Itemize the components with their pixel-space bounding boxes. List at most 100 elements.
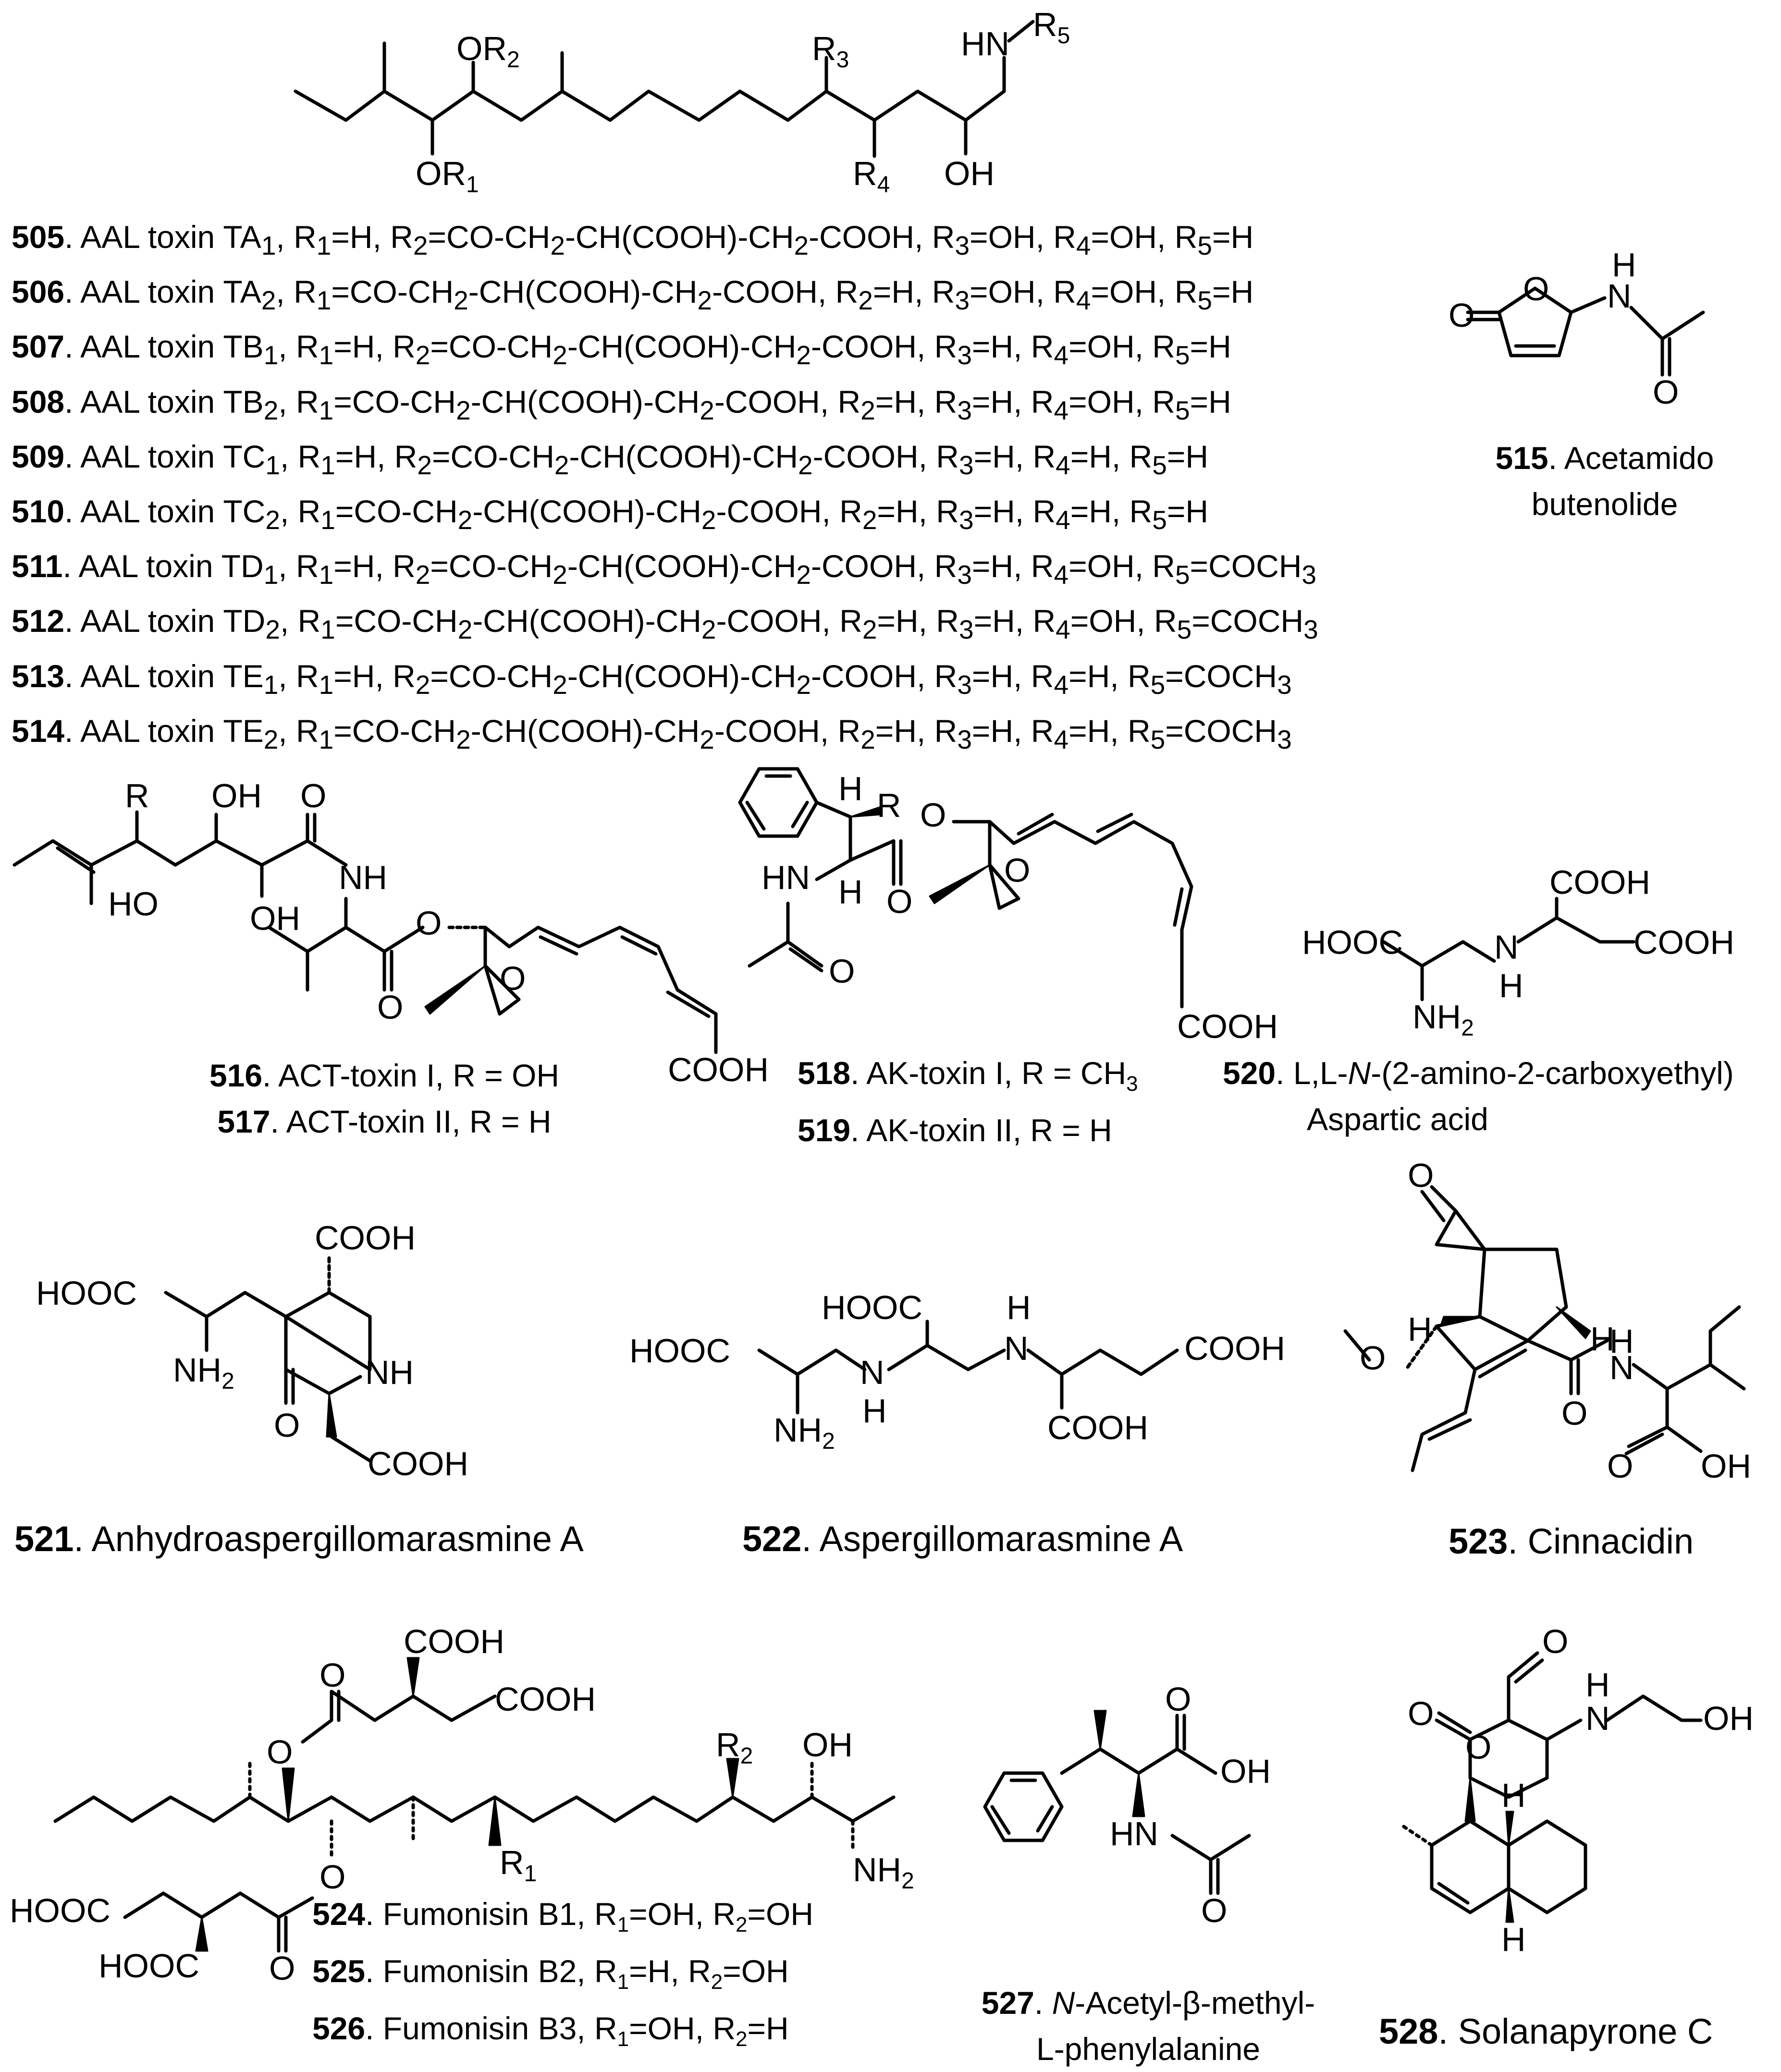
caption-523: 523. Cinnacidin: [1449, 1521, 1694, 1561]
cooh-522b-label: COOH: [1184, 1330, 1285, 1367]
hn-label: HN: [961, 25, 1009, 62]
hooc-524b-label: HOOC: [98, 1947, 199, 1985]
oh-527-label: OH: [1220, 1752, 1271, 1790]
toxin-row: 512. AAL toxin TD2, R1=CO-CH2-CH(COOH)-C…: [12, 603, 1318, 645]
toxin-row: 513. AAL toxin TE1, R1=H, R2=CO-CH2-CH(C…: [12, 658, 1292, 700]
compound-name: Acetamido: [1564, 440, 1714, 476]
nh2-524-label: NH2: [853, 1851, 914, 1894]
nh2-521-label: NH2: [173, 1351, 234, 1394]
r3-label: R3: [812, 30, 849, 73]
compound-name-line2: Aspartic acid: [1307, 1101, 1488, 1137]
nh-label: NH: [339, 859, 387, 896]
h-528a-label: H: [1585, 1666, 1610, 1703]
compound-number: 516: [209, 1058, 263, 1093]
hooc-524a-label: HOOC: [10, 1892, 111, 1929]
o-524d-label: O: [269, 1949, 295, 1987]
o-524a-label: O: [267, 1733, 293, 1771]
cooh-524b-label: COOH: [495, 1680, 596, 1718]
compound-name: Anhydroaspergillomarasmine A: [91, 1519, 584, 1559]
compound-name: AAL toxin TC2: [80, 493, 280, 535]
o-527a-label: O: [1165, 1680, 1191, 1718]
compound-name: ACT-toxin I, R = OH: [278, 1058, 560, 1093]
aal-toxin-backbone: OR2 OR1 R3 R4 OH HN R5: [294, 6, 1070, 197]
ring-o-label: O: [1523, 270, 1549, 308]
o-523a-label: O: [1408, 1157, 1434, 1194]
o-ak1-label: O: [829, 952, 855, 990]
cooh-521a-label: COOH: [368, 1445, 468, 1482]
cooh-520b-label: COOH: [1634, 924, 1734, 961]
oh-523-label: OH: [1701, 1447, 1751, 1485]
ho-label: HO: [108, 885, 159, 923]
caption-522: 522. Aspergillomarasmine A: [742, 1519, 1183, 1559]
compound-name: AAL toxin TB2: [80, 383, 279, 425]
compound-number: 525: [312, 1953, 366, 1989]
compound-number: 526: [312, 2010, 366, 2047]
h-522b-label: H: [1007, 1289, 1031, 1326]
compound-name: AAL toxin TA2: [80, 274, 276, 316]
compound-number: 521: [14, 1519, 74, 1559]
epoxide-ak-label: O: [1004, 851, 1030, 889]
compound-name: AAL toxin TD2: [80, 603, 280, 645]
o-528a-label: O: [1408, 1695, 1434, 1732]
compound-number: 517: [217, 1104, 270, 1139]
compound-name: AAL toxin TD1: [78, 548, 279, 590]
compound-name-line2: L-phenylalanine: [1036, 2031, 1261, 2067]
compound-name-sub: 3: [1126, 1072, 1138, 1096]
structure-521: HOOC NH2 NH O COOH COOH: [36, 1219, 468, 1482]
cooh-522a-label: COOH: [1047, 1409, 1148, 1446]
compound-number: 523: [1449, 1521, 1508, 1561]
o-524b-label: O: [319, 1656, 345, 1694]
o-527b-label: O: [1201, 1892, 1227, 1929]
compound-number: 513: [12, 658, 65, 694]
compound-number: 510: [12, 493, 65, 529]
o-link-label: O: [416, 904, 442, 942]
cooh1-label: COOH: [668, 1051, 769, 1088]
r5-label: R5: [1033, 6, 1070, 49]
compound-number: 528: [1379, 2011, 1438, 2051]
toxin-row: 505. AAL toxin TA1, R1=H, R2=CO-CH2-CH(C…: [12, 219, 1254, 261]
compound-name: ACT-toxin II, R = H: [286, 1104, 552, 1139]
epoxide-o-label: O: [500, 960, 526, 997]
compound-number: 518: [798, 1055, 851, 1091]
h-528c-label: H: [1501, 1921, 1526, 1958]
compound-number: 519: [798, 1112, 851, 1148]
r-label: R: [125, 777, 149, 814]
n-523-label: N: [1609, 1349, 1634, 1386]
h1-label: H: [838, 770, 863, 807]
compound-number: 522: [742, 1519, 802, 1559]
structure-522: HOOC NH2 N H HOOC N H COOH COOH: [629, 1289, 1285, 1454]
h-522a-label: H: [862, 1392, 887, 1430]
n-520-label: N: [1494, 928, 1519, 966]
compound-name-line2: butenolide: [1531, 486, 1678, 522]
compound-name: AAL toxin TE1: [80, 658, 279, 700]
compound-number: 512: [12, 603, 65, 639]
r4-label: R4: [853, 155, 890, 197]
n-528-label: N: [1585, 1700, 1610, 1737]
compound-number: 506: [12, 274, 65, 310]
o-528-ring-label: O: [1465, 1728, 1491, 1766]
structure-520: HOOC NH2 N H COOH COOH: [1302, 863, 1734, 1041]
hn-ak-label: HN: [762, 859, 810, 896]
compound-name: AAL toxin TA1: [80, 219, 276, 261]
n-label: N: [1607, 277, 1632, 315]
cooh-521b-label: COOH: [315, 1219, 416, 1257]
caption-518-519: 518. AK-toxin I, R = CH3 519. AK-toxin I…: [798, 1055, 1138, 1148]
h-label: H: [1612, 246, 1636, 284]
compound-number: 524: [312, 1896, 366, 1932]
compound-name-rest: -(2-amino-2-carboxyethyl): [1371, 1055, 1734, 1091]
hooc-522b-label: HOOC: [822, 1289, 922, 1326]
toxin-row: 508. AAL toxin TB2, R1=CO-CH2-CH(COOH)-C…: [12, 383, 1231, 425]
o-label: O: [1449, 296, 1474, 334]
toxin-row: 514. AAL toxin TE2, R1=CO-CH2-CH(COOH)-C…: [12, 713, 1292, 754]
aal-toxin-list: 505. AAL toxin TA1, R1=H, R2=CO-CH2-CH(C…: [12, 214, 1318, 763]
toxin-row: 510. AAL toxin TC2, R1=CO-CH2-CH(COOH)-C…: [12, 493, 1209, 535]
compound-number: 527: [981, 1985, 1034, 2021]
h-523b-label: H: [1590, 1320, 1615, 1357]
cooh-ak-label: COOH: [1177, 1008, 1278, 1045]
fumonisin-caption-row: 524. Fumonisin B1, R1=OH, R2=OH: [312, 1896, 814, 1937]
structure-528: O O O H N OH H H: [1401, 1623, 1754, 1958]
o-524c-label: O: [319, 1858, 345, 1896]
compound-name: Solanapyrone C: [1458, 2011, 1713, 2051]
caption-528: 528. Solanapyrone C: [1379, 2011, 1713, 2051]
caption-520: 520. L,L-N-(2-amino-2-carboxyethyl) Aspa…: [1223, 1050, 1734, 1142]
